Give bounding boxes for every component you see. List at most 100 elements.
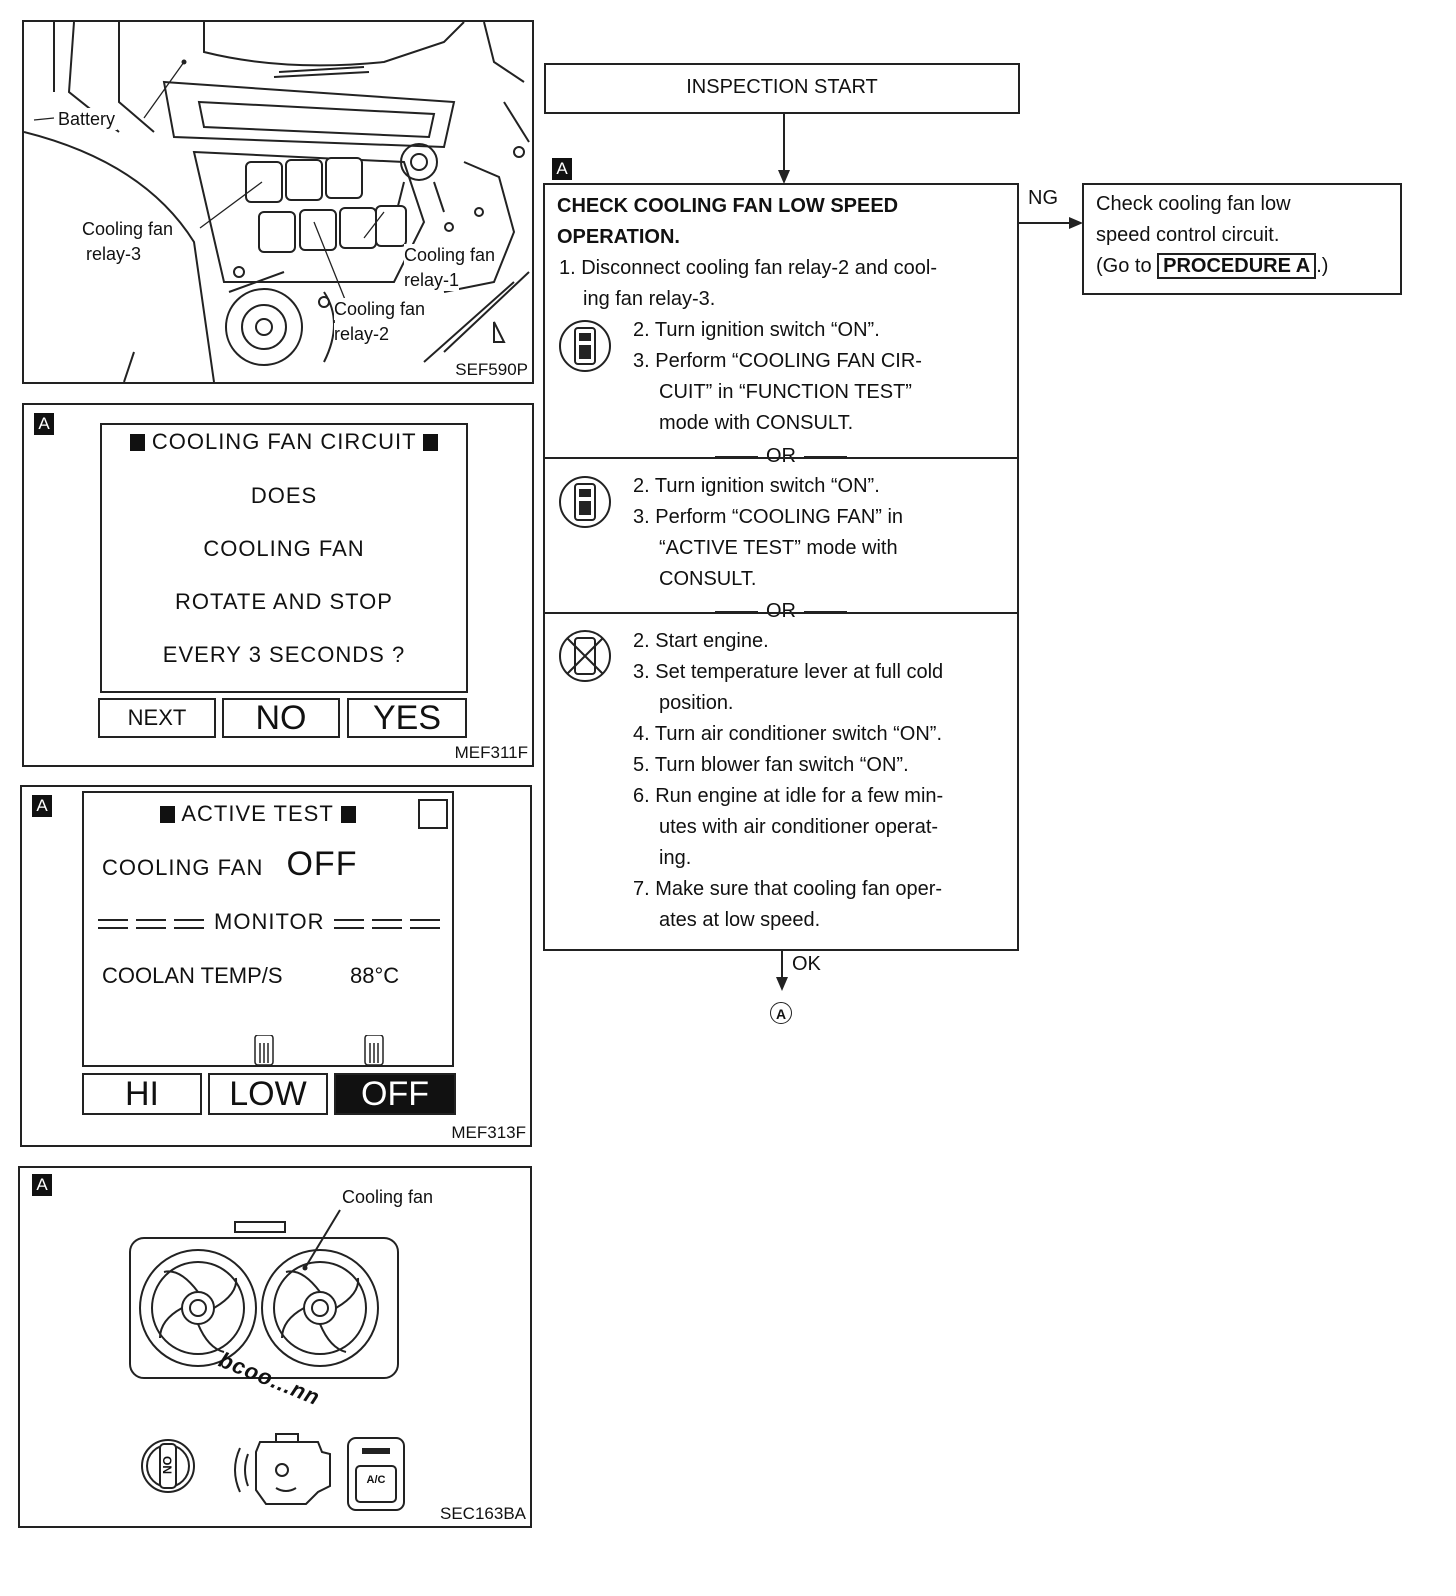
- goto-prefix: (Go to: [1096, 255, 1152, 277]
- opt1-line3: CUIT” in “FUNCTION TEST”: [659, 381, 912, 403]
- item-label: COOLING FAN: [102, 855, 264, 880]
- check-procedure-box: CHECK COOLING FAN LOW SPEED OPERATION. 1…: [543, 183, 1019, 951]
- prompt-line-2: COOLING FAN: [203, 536, 365, 561]
- yes-button[interactable]: YES: [347, 698, 467, 738]
- figure-code: SEF590P: [455, 360, 528, 380]
- step1-line2: ing fan relay-3.: [583, 288, 716, 310]
- opt3-line4: 4. Turn air conditioner switch “ON”.: [633, 723, 942, 745]
- ng-line3: (Go to PROCEDURE A.): [1096, 251, 1328, 282]
- sensor-label: COOLAN TEMP/S: [102, 963, 283, 988]
- section-tag: A: [32, 1174, 52, 1196]
- equals-dashes-right: [334, 919, 440, 929]
- no-button[interactable]: NO: [222, 698, 340, 738]
- option-divider: [545, 457, 1017, 459]
- opt2-line1: 2. Turn ignition switch “ON”.: [633, 475, 880, 497]
- hi-button[interactable]: HI: [82, 1073, 202, 1115]
- option-divider: [545, 612, 1017, 614]
- opt3-line3: position.: [659, 692, 734, 714]
- opt3-line9: 7. Make sure that cooling fan oper-: [633, 878, 943, 900]
- consult-screen: COOLING FAN CIRCUIT DOES COOLING FAN ROT…: [100, 423, 468, 693]
- opt2-line3: “ACTIVE TEST” mode with: [659, 537, 898, 559]
- relay3-label-line2: relay-3: [86, 243, 142, 265]
- monitor-label: MONITOR: [214, 909, 325, 934]
- next-button[interactable]: NEXT: [98, 698, 216, 738]
- opt3-line1: 2. Start engine.: [633, 630, 769, 652]
- opt1-line2: 3. Perform “COOLING FAN CIR-: [633, 350, 922, 372]
- figure-code: MEF311F: [454, 743, 528, 762]
- relay2-label-line2: relay-2: [334, 323, 390, 345]
- flow-arrow-down: [778, 114, 790, 184]
- flow-section-tag: A: [552, 158, 572, 180]
- off-button[interactable]: OFF: [334, 1073, 456, 1115]
- inspection-start-text: INSPECTION START: [686, 76, 878, 98]
- section-tag: A: [32, 795, 52, 817]
- opt1-line1: 2. Turn ignition switch “ON”.: [633, 319, 880, 341]
- consult-tool-icon: [559, 320, 611, 372]
- ignition-key-icon: [141, 1439, 195, 1493]
- cooling-fan-label: Cooling fan: [342, 1187, 434, 1207]
- screen-title: ACTIVE TEST: [64, 801, 452, 827]
- ng-label: NG: [1028, 187, 1058, 209]
- sensor-value: 88°C: [350, 963, 400, 988]
- consult-screen: ACTIVE TEST COOLING FAN OFF MONITOR COOL…: [82, 791, 454, 1067]
- connector-a-letter: A: [775, 1006, 787, 1022]
- consult-tool-icon: [559, 476, 611, 528]
- engine-running-icon: [234, 1433, 331, 1505]
- ng-line2: speed control circuit.: [1096, 224, 1280, 246]
- procedure-a-link[interactable]: PROCEDURE A: [1157, 253, 1317, 279]
- ac-label: A/C: [366, 1474, 386, 1486]
- opt3-line5: 5. Turn blower fan switch “ON”.: [633, 754, 909, 776]
- figure-code: MEF313F: [451, 1123, 526, 1142]
- step1-line1: 1. Disconnect cooling fan relay-2 and co…: [559, 257, 937, 279]
- opt3-line7: utes with air conditioner operat-: [659, 816, 939, 838]
- title-marker-left: [160, 806, 176, 823]
- screen-title-text: ACTIVE TEST: [181, 801, 334, 826]
- relay2-label-line1: Cooling fan: [334, 298, 426, 320]
- monitor-divider: MONITOR: [98, 909, 442, 939]
- ac-switch-icon: [347, 1437, 405, 1511]
- connector-a: A: [770, 1002, 792, 1024]
- low-button[interactable]: LOW: [208, 1073, 328, 1115]
- engine-bay-illustration: [24, 22, 530, 382]
- key-on-label: ON: [160, 1456, 174, 1474]
- title-marker-right: [340, 806, 356, 823]
- function-test-figure: A COOLING FAN CIRCUIT DOES COOLING FAN R…: [22, 403, 534, 767]
- opt3-line6: 6. Run engine at idle for a few min-: [633, 785, 944, 807]
- opt3-line10: ates at low speed.: [659, 909, 821, 931]
- prompt-line-3: ROTATE AND STOP: [175, 589, 393, 614]
- check-title-line2: OPERATION.: [557, 226, 680, 248]
- opt3-line2: 3. Set temperature lever at full cold: [633, 661, 944, 683]
- or-text: OR: [758, 600, 804, 622]
- ng-action-box: Check cooling fan low speed control circ…: [1082, 183, 1402, 295]
- ok-arrow: [776, 951, 788, 991]
- opt3-line8: ing.: [659, 847, 692, 869]
- prompt-line-1: DOES: [250, 483, 318, 508]
- or-separator-2: OR: [545, 599, 1017, 623]
- screen-title-text: COOLING FAN CIRCUIT: [151, 429, 417, 454]
- radiator-fan-illustration: [129, 1209, 399, 1379]
- opt2-line2: 3. Perform “COOLING FAN” in: [633, 506, 904, 528]
- ok-label: OK: [792, 953, 821, 975]
- relay3-label-line1: Cooling fan: [82, 218, 174, 240]
- active-test-figure: A ACTIVE TEST COOLING FAN OFF MONITOR CO…: [20, 785, 532, 1147]
- section-tag: A: [34, 413, 54, 435]
- equals-dashes-left: [98, 919, 204, 929]
- opt1-line4: mode with CONSULT.: [659, 412, 854, 434]
- goto-suffix: .): [1316, 255, 1329, 277]
- no-tools-icon: [559, 630, 611, 682]
- title-marker-right: [423, 434, 439, 451]
- item-value: OFF: [286, 845, 358, 883]
- checkbox-icon[interactable]: [418, 799, 448, 829]
- opt2-line4: CONSULT.: [659, 568, 757, 590]
- relay1-label-line1: Cooling fan: [404, 244, 496, 266]
- prompt-line-4: EVERY 3 SECONDS ?: [162, 642, 406, 667]
- relay1-label-line2: relay-1: [404, 269, 460, 291]
- screen-title: COOLING FAN CIRCUIT: [102, 429, 466, 455]
- figure-code: SEC163BA: [440, 1504, 526, 1523]
- item-row: COOLING FAN OFF: [102, 845, 357, 884]
- title-marker-left: [129, 434, 145, 451]
- inspection-start-box: INSPECTION START: [544, 63, 1020, 114]
- or-text: OR: [758, 445, 804, 467]
- cooling-fan-figure: A Cooling fan bcoo...nn ON A/C SEC1: [18, 1166, 532, 1528]
- ng-line1: Check cooling fan low: [1096, 193, 1291, 215]
